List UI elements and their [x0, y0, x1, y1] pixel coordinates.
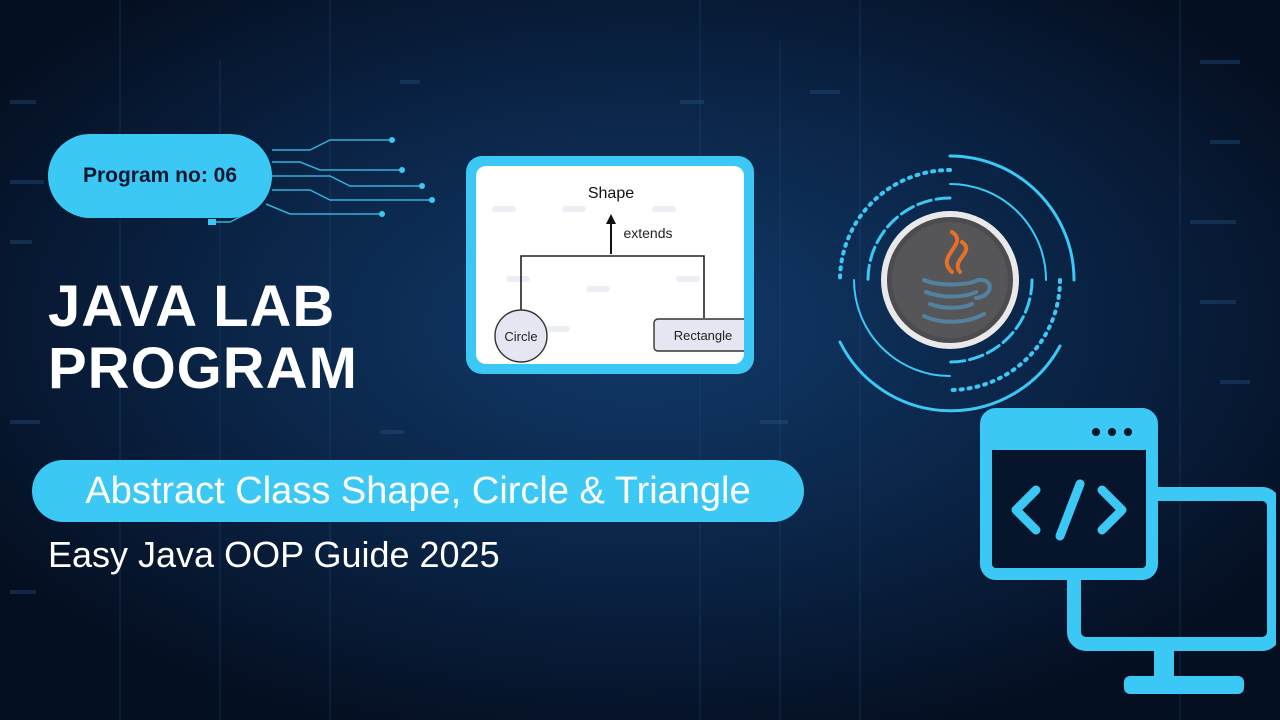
program-number-badge: Program no: 06 — [48, 134, 272, 218]
diagram-child-right-label: Rectangle — [674, 328, 733, 343]
subtitle-text: Abstract Class Shape, Circle & Triangle — [85, 469, 751, 512]
code-brackets-monitor-icon — [980, 408, 1276, 694]
main-title: JAVA LAB PROGRAM — [48, 276, 358, 400]
java-coffee-cup-icon — [838, 154, 1076, 413]
diagram-child-left-label: Circle — [504, 329, 537, 344]
diagram-parent-label: Shape — [588, 185, 634, 202]
program-number-label: Program no: 06 — [82, 164, 238, 187]
inheritance-diagram-card: Shape extends Circle Rectangle — [476, 166, 744, 364]
title-line-1: JAVA LAB — [48, 274, 336, 339]
tagline: Easy Java OOP Guide 2025 — [48, 534, 500, 575]
inheritance-diagram: Shape extends Circle Rectangle — [466, 156, 754, 374]
diagram-relation-label: extends — [623, 225, 672, 241]
title-line-2: PROGRAM — [48, 336, 358, 401]
subtitle-banner: Abstract Class Shape, Circle & Triangle — [32, 460, 804, 522]
